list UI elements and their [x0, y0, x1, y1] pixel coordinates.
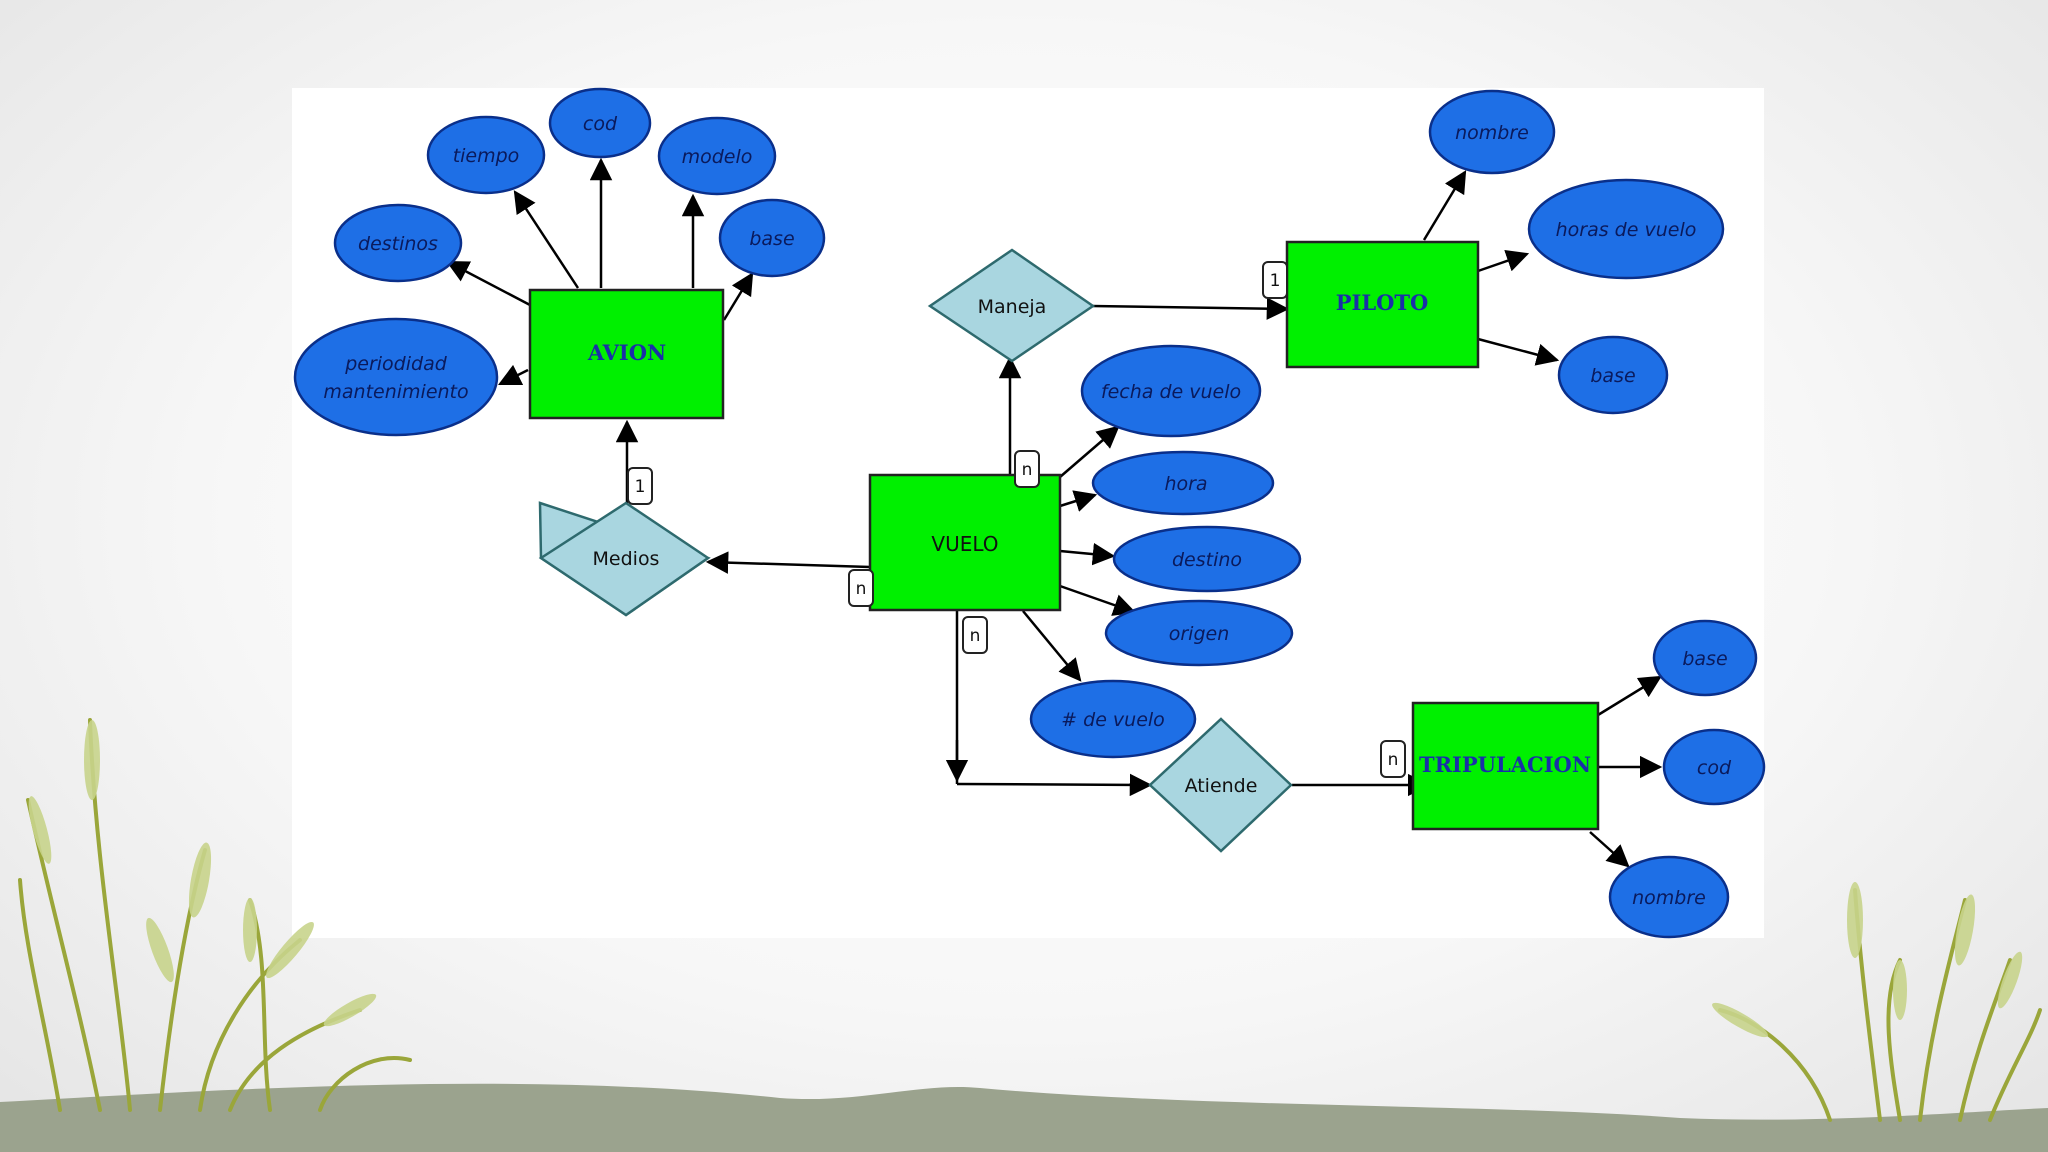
cardinality-atiende-tripulacion-label: n — [1388, 750, 1399, 770]
attr-avion-base-label: base — [749, 228, 794, 250]
relationship-medios-label: Medios — [593, 548, 660, 570]
relationship-atiende-label: Atiende — [1185, 775, 1258, 797]
cardinality-maneja-vuelo: n — [1014, 450, 1040, 488]
entity-vuelo[interactable]: VUELO — [868, 473, 1062, 612]
cardinality-atiende-vuelo: n — [962, 616, 988, 654]
piloto-horas-arrow — [1477, 250, 1530, 273]
attr-avion-base[interactable] — [718, 198, 826, 278]
attr-tripulacion-nombre-label: nombre — [1632, 887, 1706, 909]
attribute-labels: tiempo cod modelo destinos base periodid… — [323, 113, 1732, 909]
attr-tripulacion-base[interactable] — [1652, 619, 1758, 697]
attr-avion-destinos[interactable] — [333, 203, 463, 283]
attr-vuelo-origen-label: origen — [1169, 623, 1230, 645]
attr-avion-periodicidad[interactable] — [293, 317, 499, 437]
grass-decoration-left — [18, 718, 412, 1112]
attr-tripulacion-nombre[interactable] — [1608, 855, 1730, 939]
entity-piloto-label: PILOTO — [1336, 290, 1429, 315]
cardinality-medios-vuelo: n — [848, 569, 874, 607]
cardinality-atiende-tripulacion: n — [1380, 740, 1406, 778]
connectors — [446, 157, 1663, 868]
attr-vuelo-fecha-label: fecha de vuelo — [1101, 381, 1241, 403]
vuelo-medios-arrow — [705, 551, 871, 574]
attr-vuelo-hora[interactable] — [1091, 450, 1275, 516]
relationship-maneja[interactable]: Maneja — [927, 248, 1096, 363]
vuelo-origen-arrow — [1059, 584, 1137, 616]
attr-tripulacion-cod-label: cod — [1697, 757, 1732, 779]
relationship-atiende[interactable]: Atiende — [1148, 717, 1293, 853]
relationship-maneja-label: Maneja — [978, 296, 1047, 318]
attr-vuelo-numero[interactable] — [1029, 679, 1197, 759]
attr-avion-periodicidad-label-2: mantenimiento — [323, 381, 468, 403]
entity-vuelo-label: VUELO — [931, 532, 998, 556]
attr-avion-cod-label: cod — [583, 113, 618, 135]
cardinality-maneja-piloto: 1 — [1262, 261, 1288, 299]
cardinality-medios-vuelo-label: n — [856, 579, 867, 599]
attr-avion-modelo[interactable] — [657, 116, 777, 196]
attr-vuelo-numero-label: # de vuelo — [1061, 709, 1165, 731]
tripulacion-base-arrow — [1597, 675, 1662, 717]
grass-leaves-right — [1712, 882, 2023, 1038]
vuelo-atiende-arrow — [956, 773, 1153, 797]
vuelo-hora-arrow — [1059, 490, 1098, 512]
attr-piloto-base-label: base — [1590, 365, 1635, 387]
vuelo-numero-arrow — [1022, 610, 1082, 682]
piloto-base-arrow — [1477, 337, 1560, 366]
maneja-piloto-arrow — [1091, 297, 1290, 320]
attr-vuelo-fecha[interactable] — [1080, 344, 1262, 438]
entity-tripulacion-label: TRIPULACION — [1419, 752, 1591, 777]
attr-vuelo-destino[interactable] — [1112, 525, 1302, 593]
cardinality-medios-avion: 1 — [627, 467, 653, 505]
attr-avion-periodicidad-label-1: periodidad — [344, 353, 448, 375]
cardinality-atiende-vuelo-label: n — [970, 626, 981, 646]
avion-base-arrow — [722, 272, 754, 321]
attr-piloto-nombre-label: nombre — [1455, 122, 1529, 144]
grass-decoration-right — [1718, 888, 2042, 1122]
tripulacion-nombre-arrow — [1589, 831, 1630, 868]
vuelo-destino-arrow — [1059, 542, 1116, 566]
entity-piloto[interactable]: PILOTO — [1285, 240, 1480, 369]
ground — [0, 1083, 2048, 1152]
cardinality-maneja-vuelo-label: n — [1022, 460, 1033, 480]
attr-piloto-base[interactable] — [1557, 335, 1669, 415]
avion-periodicidad-arrow — [497, 364, 529, 386]
attr-tripulacion-base-label: base — [1682, 648, 1727, 670]
attr-piloto-horas-label: horas de vuelo — [1556, 219, 1697, 241]
attr-avion-destinos-label: destinos — [358, 233, 438, 255]
attr-avion-tiempo-label: tiempo — [453, 145, 520, 167]
attributes — [293, 87, 1766, 939]
attr-vuelo-destino-label: destino — [1172, 549, 1242, 571]
cardinality-maneja-piloto-label: 1 — [1270, 271, 1281, 291]
relationship-medios[interactable]: Medios — [538, 501, 711, 617]
avion-tiempo-arrow — [513, 190, 580, 289]
cardinality-medios-avion-label: 1 — [635, 477, 646, 497]
attr-vuelo-origen[interactable] — [1104, 599, 1294, 667]
attr-avion-cod[interactable] — [548, 87, 652, 159]
attr-piloto-nombre[interactable] — [1428, 89, 1556, 175]
attr-tripulacion-cod[interactable] — [1662, 728, 1766, 806]
piloto-nombre-arrow — [1422, 170, 1467, 241]
attr-avion-modelo-label: modelo — [682, 146, 753, 168]
attr-piloto-horas[interactable] — [1527, 178, 1725, 280]
grass-leaves-left — [28, 720, 377, 1027]
attr-avion-tiempo[interactable] — [426, 115, 546, 195]
avion-destinos-arrow — [446, 260, 531, 307]
entity-avion-label: AVION — [587, 340, 666, 365]
entity-tripulacion[interactable]: TRIPULACION — [1411, 701, 1600, 831]
entity-avion[interactable]: AVION — [528, 288, 725, 420]
vuelo-fecha-arrow — [1059, 425, 1120, 478]
attr-vuelo-hora-label: hora — [1164, 473, 1207, 495]
